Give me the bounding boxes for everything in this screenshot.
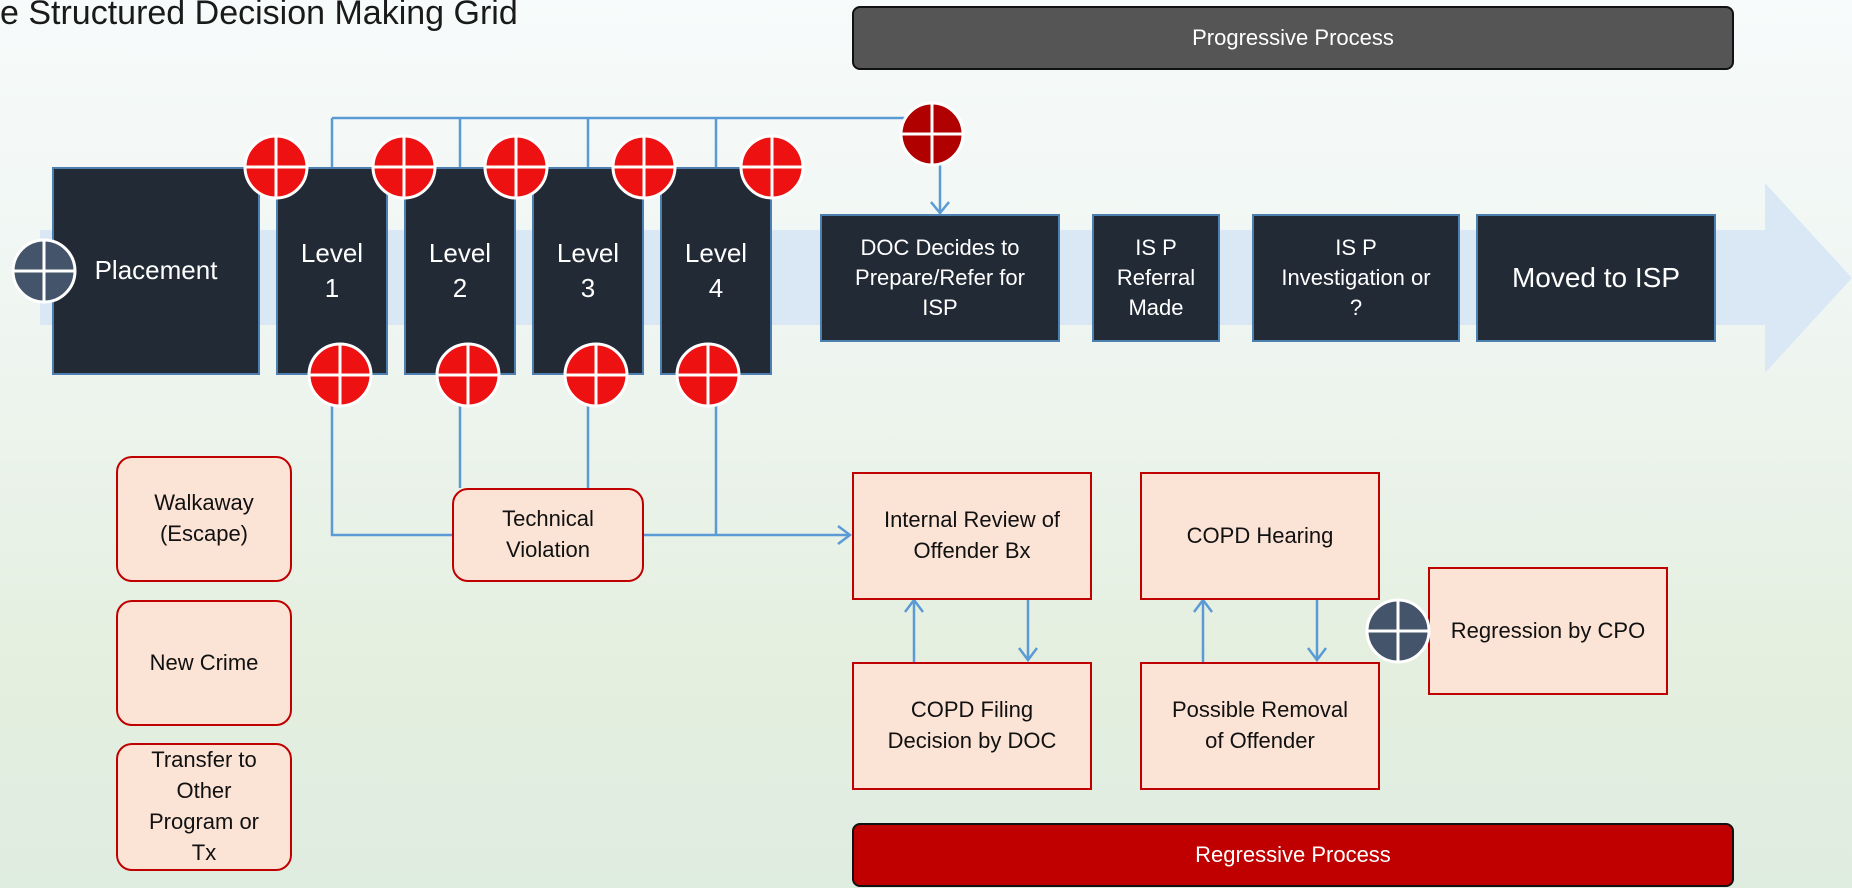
new-crime-box: New Crime bbox=[116, 600, 292, 726]
transfer-label: Transfer to Other Program or Tx bbox=[148, 747, 260, 865]
isp-referral-label: IS P Referral Made bbox=[1116, 235, 1196, 320]
regression-cpo-label: Regression by CPO bbox=[1450, 617, 1646, 643]
level-2-label: Level 2 bbox=[428, 237, 492, 303]
progressive-process-band: Progressive Process bbox=[852, 6, 1734, 70]
marker-doc-top bbox=[899, 101, 965, 167]
isp-investigation-label: IS P Investigation or ? bbox=[1281, 235, 1431, 320]
marker-level-2-top bbox=[371, 134, 437, 200]
marker-level-3-top bbox=[483, 134, 549, 200]
technical-violation-label: Technical Violation bbox=[502, 506, 594, 562]
copd-hearing-label: COPD Hearing bbox=[1186, 522, 1334, 548]
marker-level-2-bottom bbox=[435, 342, 501, 408]
regressive-process-band: Regressive Process bbox=[852, 823, 1734, 887]
marker-level-4b-top bbox=[739, 134, 805, 200]
marker-level-4-top bbox=[611, 134, 677, 200]
page-title: e Structured Decision Making Grid bbox=[0, 0, 518, 32]
doc-decides-label: DOC Decides to Prepare/Refer for ISP bbox=[855, 235, 1025, 320]
doc-decides-box: DOC Decides to Prepare/Refer for ISP bbox=[820, 214, 1060, 342]
technical-violation-box: Technical Violation bbox=[452, 488, 644, 582]
level-3-label: Level 3 bbox=[556, 237, 620, 303]
marker-level-4-bottom bbox=[675, 342, 741, 408]
internal-review-label: Internal Review of Offender Bx bbox=[883, 507, 1061, 563]
top-connectors bbox=[330, 116, 950, 215]
moved-to-isp-label: Moved to ISP bbox=[1511, 262, 1681, 294]
level-4-box: Level 4 bbox=[660, 167, 772, 375]
isp-referral-box: IS P Referral Made bbox=[1092, 214, 1220, 342]
level-1-box: Level 1 bbox=[276, 167, 388, 375]
walkaway-label: Walkaway (Escape) bbox=[154, 490, 254, 546]
internal-review-box: Internal Review of Offender Bx bbox=[852, 472, 1092, 600]
walkaway-box: Walkaway (Escape) bbox=[116, 456, 292, 582]
possible-removal-label: Possible Removal of Offender bbox=[1171, 697, 1349, 753]
transfer-box: Transfer to Other Program or Tx bbox=[116, 743, 292, 871]
copd-hearing-box: COPD Hearing bbox=[1140, 472, 1380, 600]
level-1-label: Level 1 bbox=[300, 237, 364, 303]
marker-placement bbox=[11, 238, 77, 304]
marker-level-1-top bbox=[243, 134, 309, 200]
copd-filing-label: COPD Filing Decision by DOC bbox=[887, 697, 1057, 753]
isp-investigation-box: IS P Investigation or ? bbox=[1252, 214, 1460, 342]
moved-to-isp-box: Moved to ISP bbox=[1476, 214, 1716, 342]
placement-label: Placement bbox=[94, 255, 218, 286]
placement-box: Placement bbox=[52, 167, 260, 375]
new-crime-label: New Crime bbox=[149, 649, 259, 675]
level-2-box: Level 2 bbox=[404, 167, 516, 375]
level-3-box: Level 3 bbox=[532, 167, 644, 375]
copd-filing-box: COPD Filing Decision by DOC bbox=[852, 662, 1092, 790]
marker-level-1-bottom bbox=[307, 342, 373, 408]
marker-regression bbox=[1365, 598, 1431, 664]
marker-level-3-bottom bbox=[563, 342, 629, 408]
possible-removal-box: Possible Removal of Offender bbox=[1140, 662, 1380, 790]
level-4-label: Level 4 bbox=[684, 237, 748, 303]
